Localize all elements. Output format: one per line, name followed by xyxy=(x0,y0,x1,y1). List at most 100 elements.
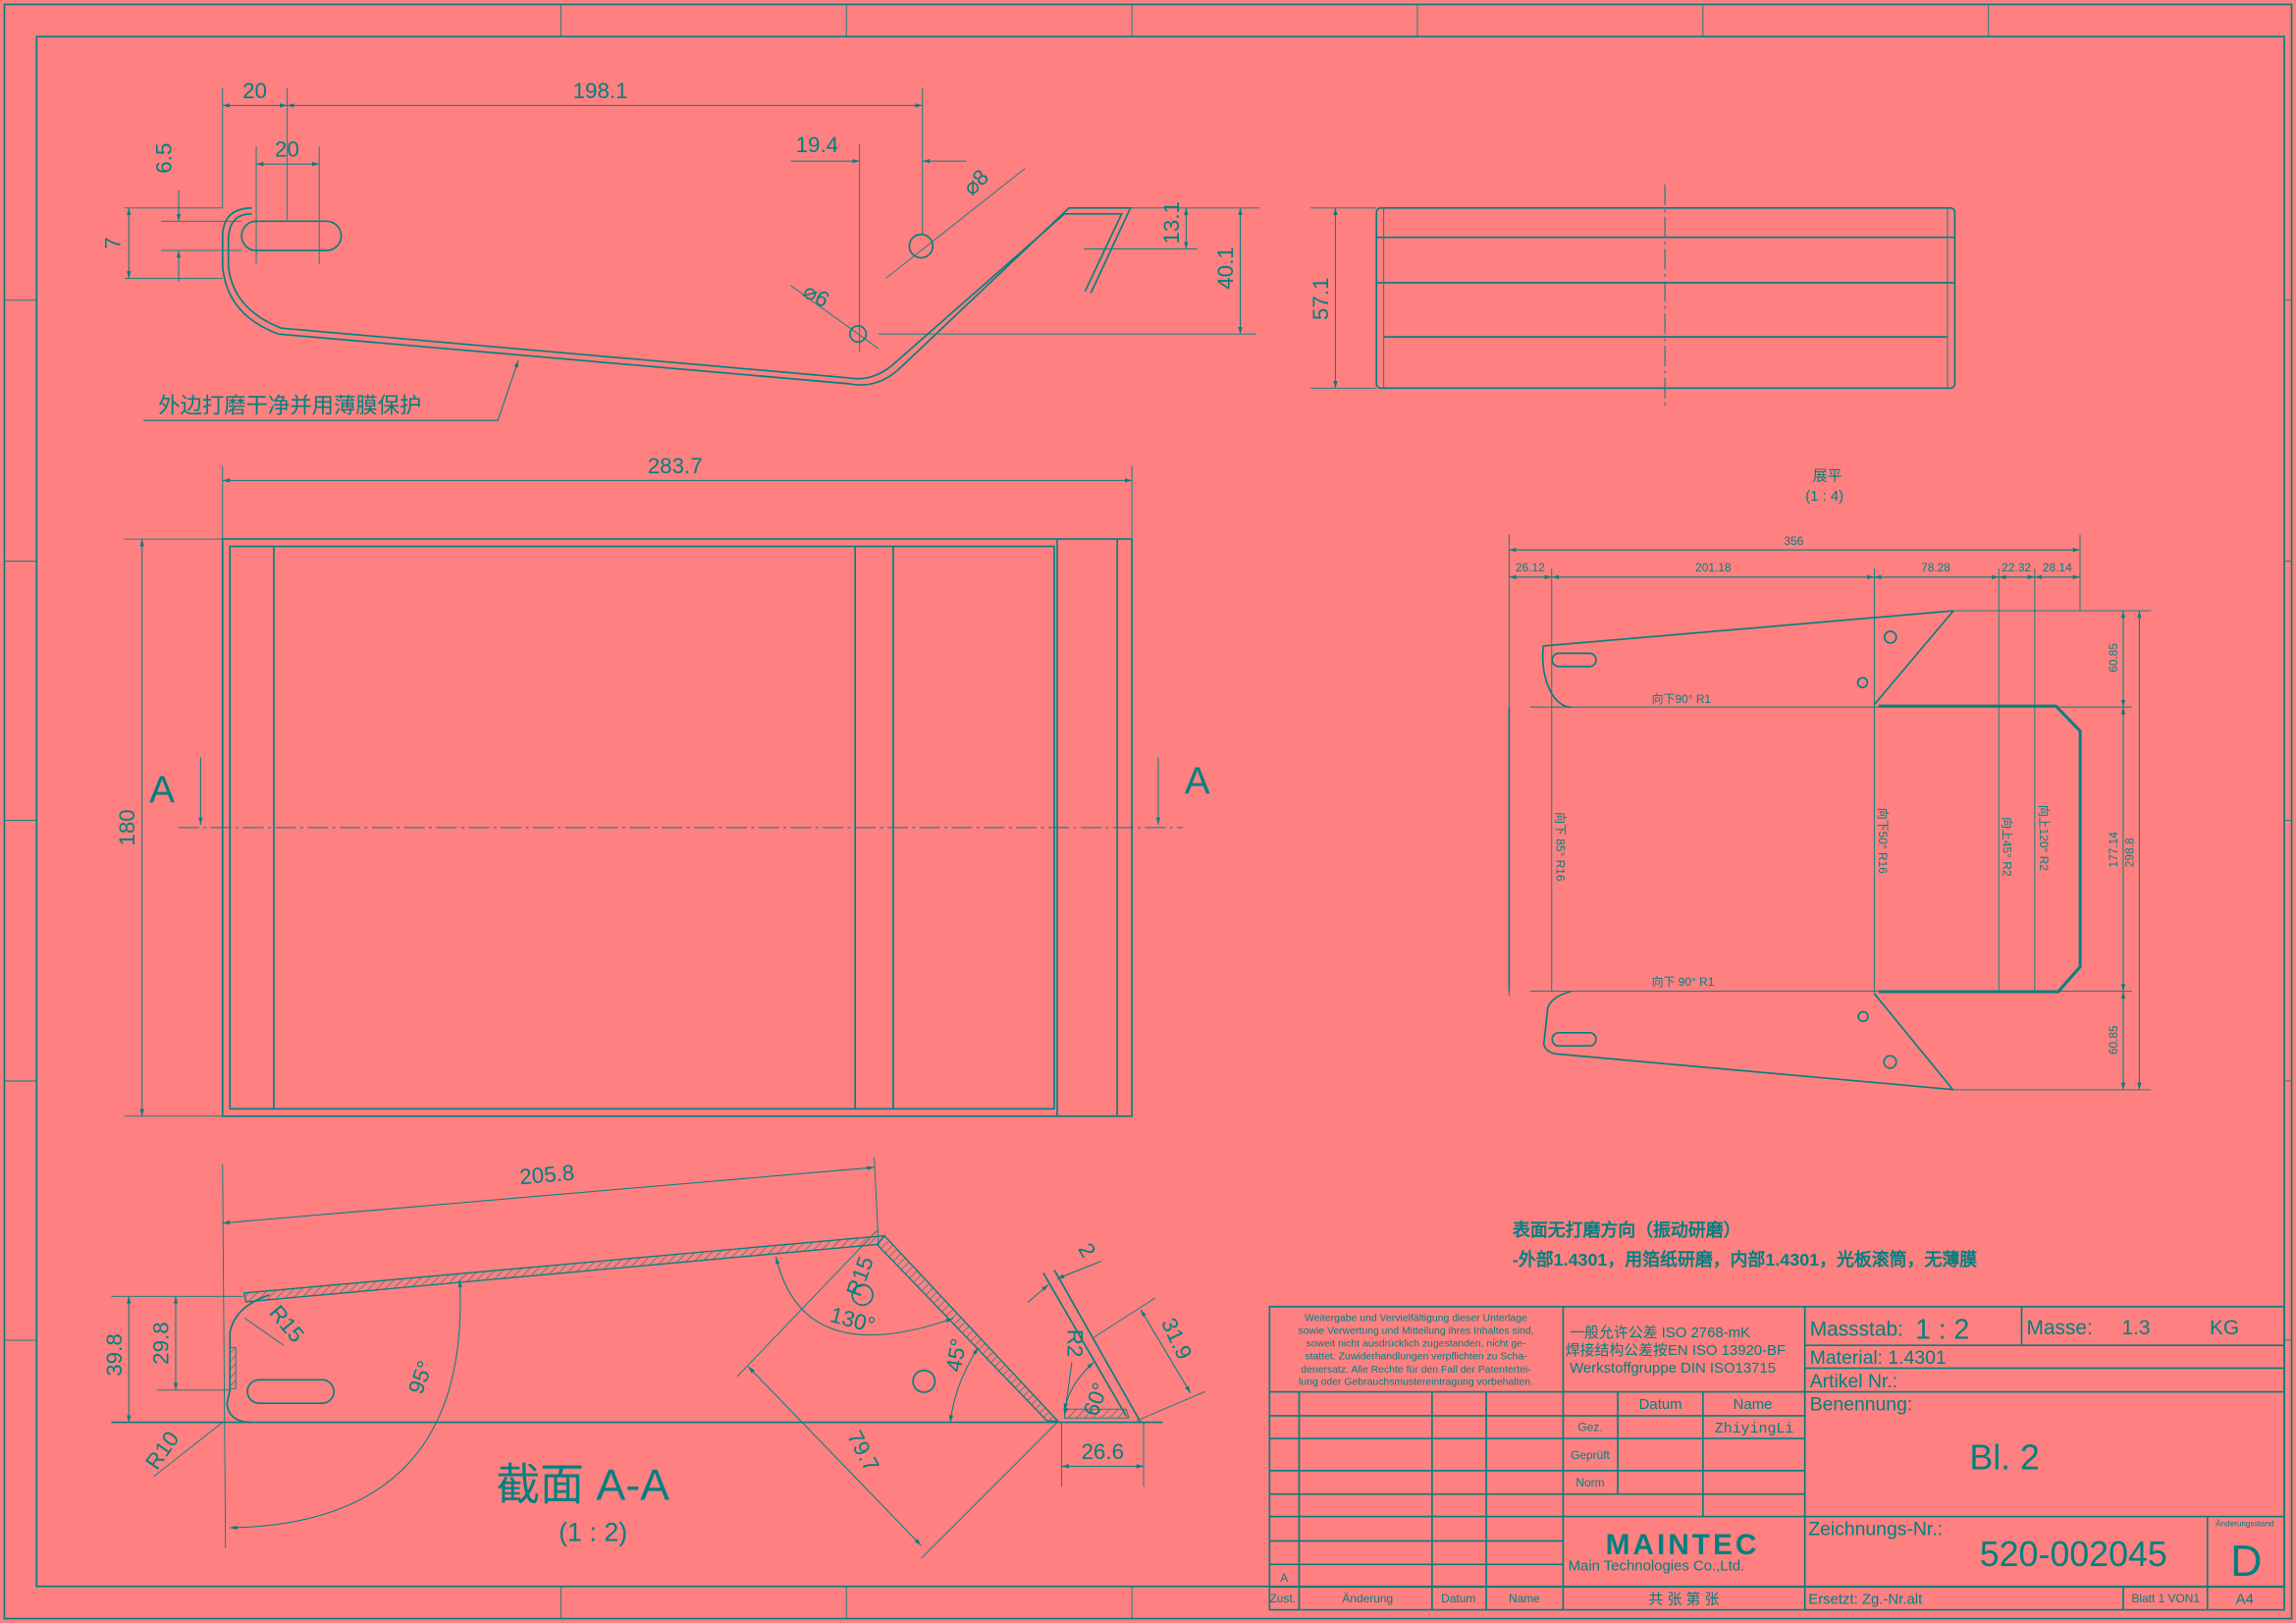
massstab-label: Massstab: xyxy=(1810,1319,1903,1341)
dim-40-1: 40.1 xyxy=(1213,246,1238,290)
flat-dim-h4: 60.85 xyxy=(2107,1025,2120,1055)
angle-95: 95° xyxy=(403,1358,438,1397)
dim-6-5: 6.5 xyxy=(152,143,177,174)
section-marker-left: A xyxy=(149,770,175,812)
disclaimer-line: lung oder Gebrauchsmustereintragung vorb… xyxy=(1299,1378,1533,1388)
dim-26-6: 26.6 xyxy=(1081,1439,1124,1464)
flat-dim-w3: 78.28 xyxy=(1921,561,1950,574)
dim-dia-8: ⌀8 xyxy=(958,165,993,200)
flat-pattern: 展平 (1 : 4) xyxy=(1508,468,2152,1091)
flat-scale: (1 : 4) xyxy=(1805,489,1843,505)
disclaimer-line: stattet. Zuwiderhandlungen verpflichten … xyxy=(1305,1351,1527,1362)
plan-view: 283.7 180 A A xyxy=(115,454,1210,1117)
name-header: Name xyxy=(1734,1397,1773,1413)
drawing-frame xyxy=(3,3,2293,1620)
surface-note-1: 表面无打磨方向（振动研磨） xyxy=(1513,1219,1741,1240)
radius-r2: R2 xyxy=(1062,1329,1087,1358)
company-name: Main Technologies Co.,Ltd. xyxy=(1569,1558,1745,1574)
flat-dim-w5: 28.14 xyxy=(2043,561,2072,574)
hole-8 xyxy=(908,233,934,259)
footer-datum: Datum xyxy=(1441,1592,1475,1605)
surface-note-2: -外部1.4301，用箔纸研磨，内部1.4301，光板滚筒，无薄膜 xyxy=(1513,1249,1977,1270)
benennung-label: Benennung: xyxy=(1810,1394,1913,1416)
masse-unit: KG xyxy=(2210,1317,2239,1339)
tolerance-line: Werkstoffgruppe DIN ISO13715 xyxy=(1570,1361,1776,1377)
section-a-a: 205.8 39.8 29.8 R15 R10 95° 130° R15 45°… xyxy=(102,1157,1205,1559)
slot xyxy=(240,220,343,251)
dim-thickness-2: 2 xyxy=(1073,1239,1100,1262)
footer-format: A4 xyxy=(2236,1593,2254,1608)
revision-letter: D xyxy=(2230,1537,2262,1586)
massstab-value: 1 : 2 xyxy=(1915,1315,1969,1346)
dim-20-slot: 20 xyxy=(275,137,299,162)
section-scale: (1 : 2) xyxy=(559,1517,627,1546)
aenderungsstand-label: Änderungsstand xyxy=(2216,1519,2274,1529)
dim-dia-6: ⌀6 xyxy=(799,279,833,313)
benennung-value: Bl. 2 xyxy=(1969,1437,2040,1477)
radius-r10: R10 xyxy=(140,1427,184,1474)
dim-180: 180 xyxy=(115,809,139,845)
artikel-nr: Artikel Nr.: xyxy=(1810,1371,1897,1392)
front-view: 57.1 xyxy=(1308,184,1956,407)
flat-dim-w1: 26.12 xyxy=(1516,561,1545,574)
section-title: 截面 A-A xyxy=(496,1461,669,1510)
flat-dim-w2: 201.18 xyxy=(1695,561,1732,574)
dim-7: 7 xyxy=(100,237,125,248)
disclaimer-line: Weitergabe und Vervielfältigung dieser U… xyxy=(1305,1314,1527,1325)
material: Material: 1.4301 xyxy=(1810,1347,1947,1369)
footer-name: Name xyxy=(1509,1592,1540,1605)
drawing-number: 520-002045 xyxy=(1980,1535,2167,1574)
flat-title: 展平 xyxy=(1813,468,1842,484)
disclaimer-line: soweit nicht ausdrücklich zugestanden, n… xyxy=(1307,1338,1526,1349)
edge-note: 外边打磨干净并用薄膜保护 xyxy=(158,394,421,418)
angle-45: 45° xyxy=(941,1336,971,1374)
radius-r15-left: R15 xyxy=(264,1301,309,1348)
dim-19-4: 19.4 xyxy=(796,133,839,157)
bend-note-4: 向上120° R2 xyxy=(2037,805,2051,871)
zeichnungs-label: Zeichnungs-Nr.: xyxy=(1808,1518,1943,1540)
flat-dim-h2: 177.14 xyxy=(2107,832,2120,868)
bend-note-1: 向下 85° R16 xyxy=(1554,812,1568,882)
flat-dim-w4: 22.32 xyxy=(2002,561,2031,574)
dim-29-8: 29.8 xyxy=(149,1322,174,1365)
gez-label: Gez. xyxy=(1577,1421,1602,1434)
datum-header: Datum xyxy=(1639,1397,1682,1413)
title-block: Weitergabe und Vervielfältigung dieser U… xyxy=(1268,1305,2285,1611)
masse-value: 1.3 xyxy=(2121,1317,2150,1339)
disclaimer-line: sowie Verwertung und Mitteilung ihres In… xyxy=(1298,1326,1533,1337)
footer-aenderung: Änderung xyxy=(1342,1592,1393,1605)
section-marker-right: A xyxy=(1185,761,1210,803)
dim-13-1: 13.1 xyxy=(1159,201,1184,244)
bend-note-2: 向下50° R16 xyxy=(1876,808,1890,874)
flat-dim-h3: 298.8 xyxy=(2122,838,2136,867)
drawn-by-name: ZhiyingLi xyxy=(1715,1422,1794,1437)
masse-label: Masse: xyxy=(2027,1317,2093,1339)
norm-label: Norm xyxy=(1575,1476,1604,1489)
bend-note-bottom: 向下 90° R1 xyxy=(1652,975,1715,989)
dim-198-1: 198.1 xyxy=(573,79,628,103)
flat-dim-h1: 60.85 xyxy=(2107,643,2120,673)
dim-31-9: 31.9 xyxy=(1156,1314,1197,1363)
footer-zust: Zust. xyxy=(1269,1592,1295,1605)
dim-39-8: 39.8 xyxy=(102,1333,127,1377)
geprueft-label: Geprüft xyxy=(1571,1448,1610,1462)
flat-dim-total: 356 xyxy=(1784,534,1803,548)
hole-6 xyxy=(849,325,868,344)
company-logo: MAINTEC xyxy=(1606,1529,1760,1561)
dim-79-7: 79.7 xyxy=(842,1427,884,1476)
dim-283-7: 283.7 xyxy=(648,454,703,478)
footer-blatt: Blatt 1 VON1 xyxy=(2131,1592,2200,1605)
dim-57-1: 57.1 xyxy=(1308,278,1333,321)
tolerance-line: 一般允许公差 ISO 2768-mK xyxy=(1570,1325,1750,1341)
dim-205-8: 205.8 xyxy=(518,1161,575,1190)
side-view: 20 198.1 20 6.5 7 19.4 ⌀8 ⌀6 13.1 40.1 外… xyxy=(100,79,1259,421)
tolerance-line: 焊接结构公差按EN ISO 13920-BF xyxy=(1566,1342,1786,1359)
dim-20-top: 20 xyxy=(242,79,267,103)
footer-sheets: 共 张 第 张 xyxy=(1648,1591,1719,1608)
revision-marker: A xyxy=(1280,1571,1288,1585)
angle-130: 130° xyxy=(828,1302,878,1337)
disclaimer-line: denersatz. Alle Rechte für den Fall der … xyxy=(1301,1365,1531,1376)
bend-note-3: 向上45° R2 xyxy=(2001,817,2014,877)
footer-ersetzt: Ersetzt: Zg.-Nr.alt xyxy=(1808,1593,1923,1608)
